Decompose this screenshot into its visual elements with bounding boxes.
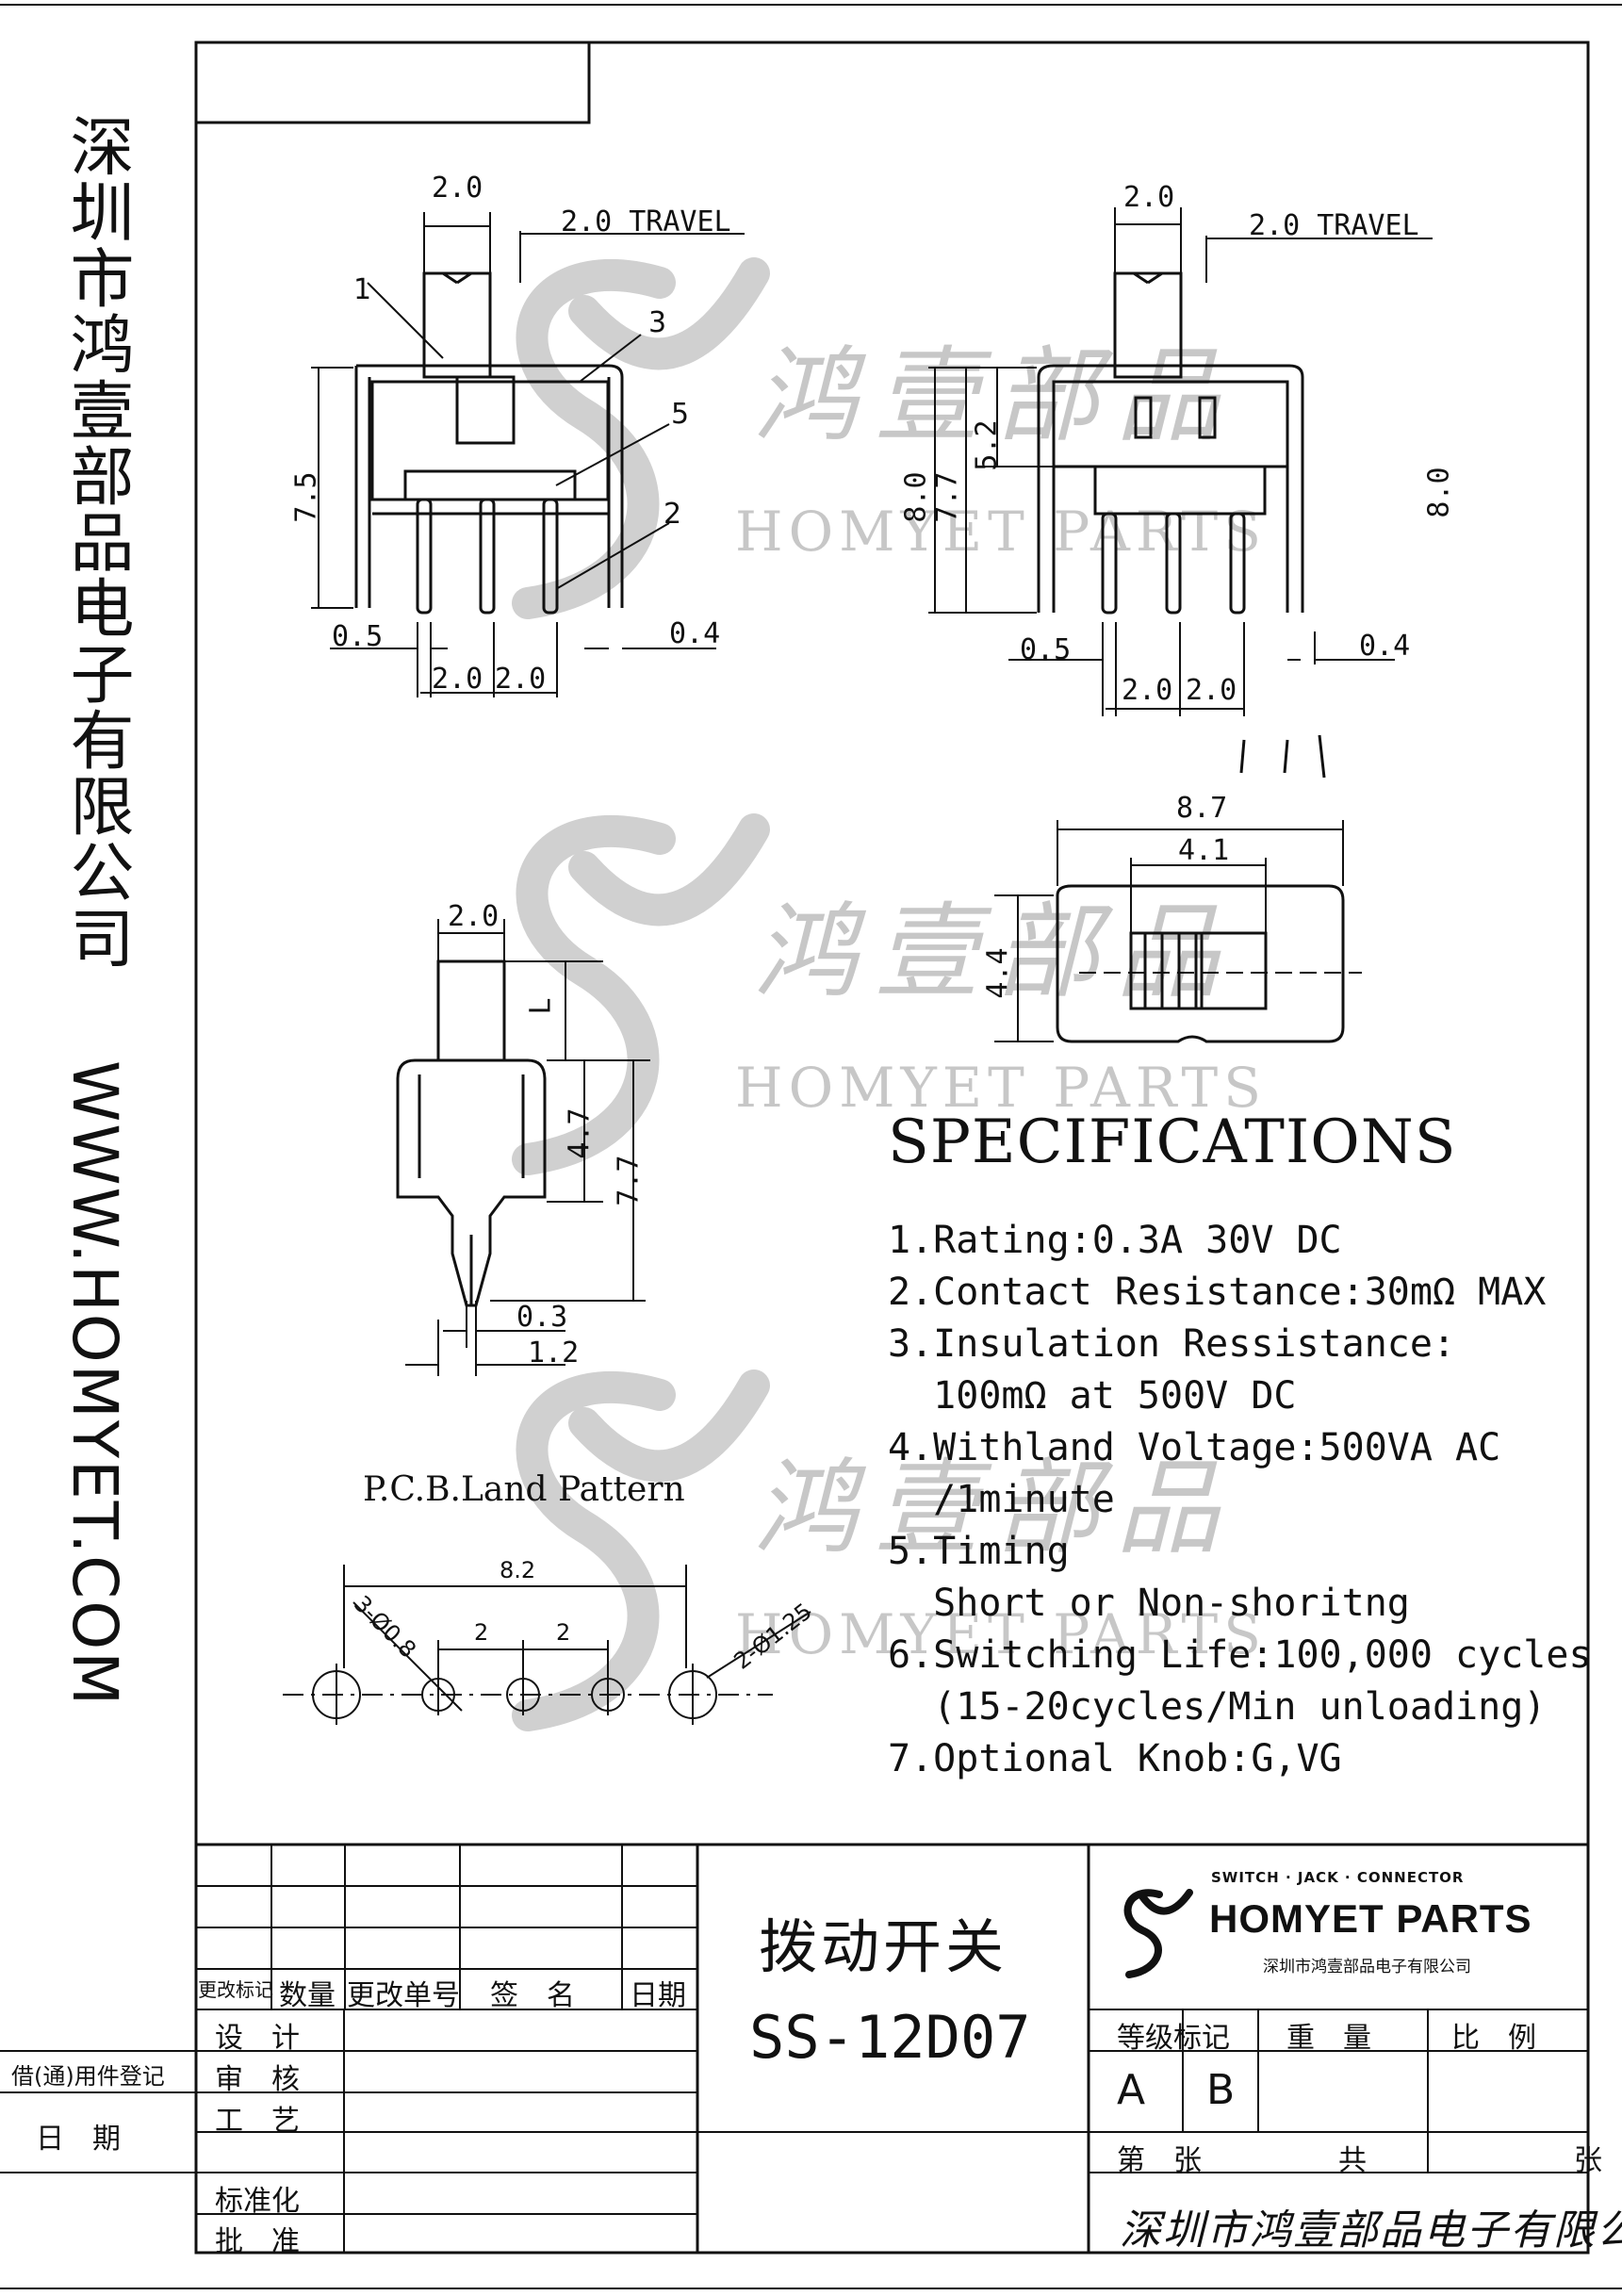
- tb-grade-b: B: [1206, 2066, 1236, 2114]
- knob-view: [396, 959, 547, 1307]
- dim-side-upper-height: 5.2: [970, 419, 1004, 471]
- dim-side-pitch-2: 2.0: [1186, 674, 1237, 707]
- dim-side-body-height: 7.7: [930, 471, 964, 523]
- tb-borrow: 借(通)用件登记: [11, 2063, 165, 2090]
- side-website-url: WWW.HOMYET.COM: [58, 1060, 131, 1708]
- tb-rev-mark: 更改标记: [198, 1978, 273, 2001]
- dim-pcb-pitch-1: 2: [474, 1619, 489, 1646]
- watermark-cn-3: 鸿壹部品: [754, 1448, 1237, 1568]
- brand-tagline: SWITCH · JACK · CONNECTOR: [1211, 1869, 1465, 1886]
- spec-line: (15-20cycles/Min unloading): [888, 1685, 1547, 1729]
- front-view: [354, 271, 624, 615]
- dim-side-width: 2.0: [1123, 181, 1175, 214]
- dim-front-pitch-1: 2.0: [432, 663, 483, 696]
- top-view: [1056, 884, 1345, 1043]
- spec-line: 7.Optional Knob:G,VG: [888, 1737, 1342, 1780]
- dim-top-slot: 4.1: [1178, 834, 1230, 867]
- pcb-land-pattern-label: P.C.B.Land Pattern: [363, 1470, 685, 1509]
- tb-date: 日期: [630, 1979, 686, 2012]
- dim-side-right-height: 8.0: [1422, 467, 1456, 518]
- watermark-en-1: HOMYET PARTS: [735, 500, 1267, 564]
- pcb-pattern: [283, 1565, 811, 1725]
- dim-front-travel: 2.0 TRAVEL: [561, 205, 731, 238]
- dim-front-height: 7.5: [289, 471, 323, 523]
- spec-line: 100mΩ at 500V DC: [888, 1374, 1297, 1418]
- outer-border: [194, 41, 1590, 2255]
- side-view: [1037, 271, 1326, 779]
- watermark-en-2: HOMYET PARTS: [735, 1056, 1267, 1120]
- watermark-logo-3: [512, 1369, 770, 1731]
- spec-line: 2.Contact Resistance:30mΩ MAX: [888, 1271, 1547, 1314]
- dim-front-leg-right: 0.4: [669, 617, 721, 650]
- tb-sheet-no: 第 张: [1117, 2144, 1202, 2177]
- tb-standard: 标准化: [215, 2185, 300, 2218]
- callout-2: 2: [664, 498, 682, 531]
- dim-front-leg-left: 0.5: [332, 620, 384, 653]
- brand-name: HOMYET PARTS: [1209, 1896, 1532, 1941]
- tb-grade-a: A: [1117, 2066, 1146, 2114]
- dim-front-pitch-2: 2.0: [495, 663, 547, 696]
- tb-scale: 比 例: [1451, 2022, 1536, 2055]
- watermark-cn-2: 鸿壹部品: [754, 892, 1237, 1012]
- tb-review: 审 核: [215, 2063, 300, 2096]
- dim-knob-l: L: [524, 997, 558, 1015]
- top-view-dims: [994, 820, 1362, 1042]
- dim-top-width: 4.4: [981, 947, 1015, 999]
- dim-side-leg-left: 0.5: [1020, 633, 1072, 666]
- side-view-dims: [928, 207, 1433, 716]
- signature-company: 深圳市鸿壹部品电子有限公司: [1120, 2206, 1622, 2255]
- dim-side-travel: 2.0 TRAVEL: [1249, 209, 1419, 242]
- watermark-logo-1: [512, 257, 770, 619]
- dim-side-pitch-1: 2.0: [1122, 674, 1173, 707]
- sheet-frame: [194, 41, 1590, 2255]
- spec-line: /1minute: [888, 1478, 1115, 1521]
- callout-1: 1: [353, 273, 372, 306]
- dim-knob-total: 7.7: [612, 1155, 646, 1206]
- dim-side-total-height: 8.0: [899, 471, 933, 523]
- title-block-grid: [0, 1843, 1588, 2253]
- dim-front-width: 2.0: [432, 172, 483, 205]
- brand-logo-icon: [1123, 1889, 1193, 1978]
- spec-line: 6.Switching Life:100,000 cycles: [888, 1633, 1592, 1677]
- spec-title: SPECIFICATIONS: [888, 1107, 1457, 1177]
- watermark-logo-2: [512, 813, 770, 1175]
- dim-top-length: 8.7: [1176, 792, 1228, 825]
- dim-pcb-length: 8.2: [500, 1557, 536, 1583]
- tb-sheet-total: 共 张: [1338, 2144, 1602, 2177]
- specifications-block: SPECIFICATIONS 1.Rating:0.3A 30V DC 2.Co…: [888, 1107, 1592, 1785]
- tb-weight: 重 量: [1286, 2022, 1371, 2055]
- dim-knob-tip: 0.3: [516, 1301, 568, 1334]
- spec-line: 3.Insulation Ressistance:: [888, 1322, 1456, 1366]
- tb-design: 设 计: [215, 2022, 300, 2055]
- tb-sign: 签 名: [490, 1979, 575, 2012]
- page-edges: [0, 4, 1622, 2289]
- watermark-logo-group: [512, 257, 770, 1731]
- dim-knob-width: 2.0: [448, 900, 500, 933]
- dim-pcb-pitch-2: 2: [556, 1619, 571, 1646]
- spec-line: Short or Non-shoritng: [888, 1582, 1410, 1625]
- spec-line: 4.Withland Voltage:500VA AC: [888, 1426, 1501, 1469]
- tb-rev-no: 更改单号: [347, 1979, 460, 2012]
- part-number: SS-12D07: [749, 2003, 1031, 2072]
- watermark-en-3: HOMYET PARTS: [735, 1602, 1267, 1666]
- front-view-dims: [311, 212, 745, 697]
- callout-3: 3: [648, 306, 667, 339]
- tb-grade-mark: 等级标记: [1117, 2022, 1230, 2055]
- spec-line: 1.Rating:0.3A 30V DC: [888, 1219, 1342, 1262]
- knob-view-dims: [405, 919, 650, 1376]
- tb-qty: 数量: [279, 1979, 336, 2012]
- top-left-box: [194, 41, 591, 124]
- brand-company-cn: 深圳市鸿壹部品电子有限公司: [1263, 1958, 1471, 1976]
- callout-5: 5: [671, 398, 690, 431]
- dim-knob-base: 1.2: [528, 1337, 580, 1369]
- dim-knob-body: 4.7: [563, 1107, 597, 1159]
- tb-date-left: 日 期: [36, 2123, 121, 2156]
- tb-process: 工 艺: [215, 2105, 300, 2138]
- spec-line: 5.Timing: [888, 1530, 1070, 1573]
- product-name: 拨动开关: [759, 1912, 1008, 1981]
- side-company-name: 深圳市鸿壹部品电子有限公司: [58, 113, 133, 971]
- dim-side-leg-right: 0.4: [1359, 630, 1411, 663]
- tb-approve: 批 准: [215, 2225, 300, 2258]
